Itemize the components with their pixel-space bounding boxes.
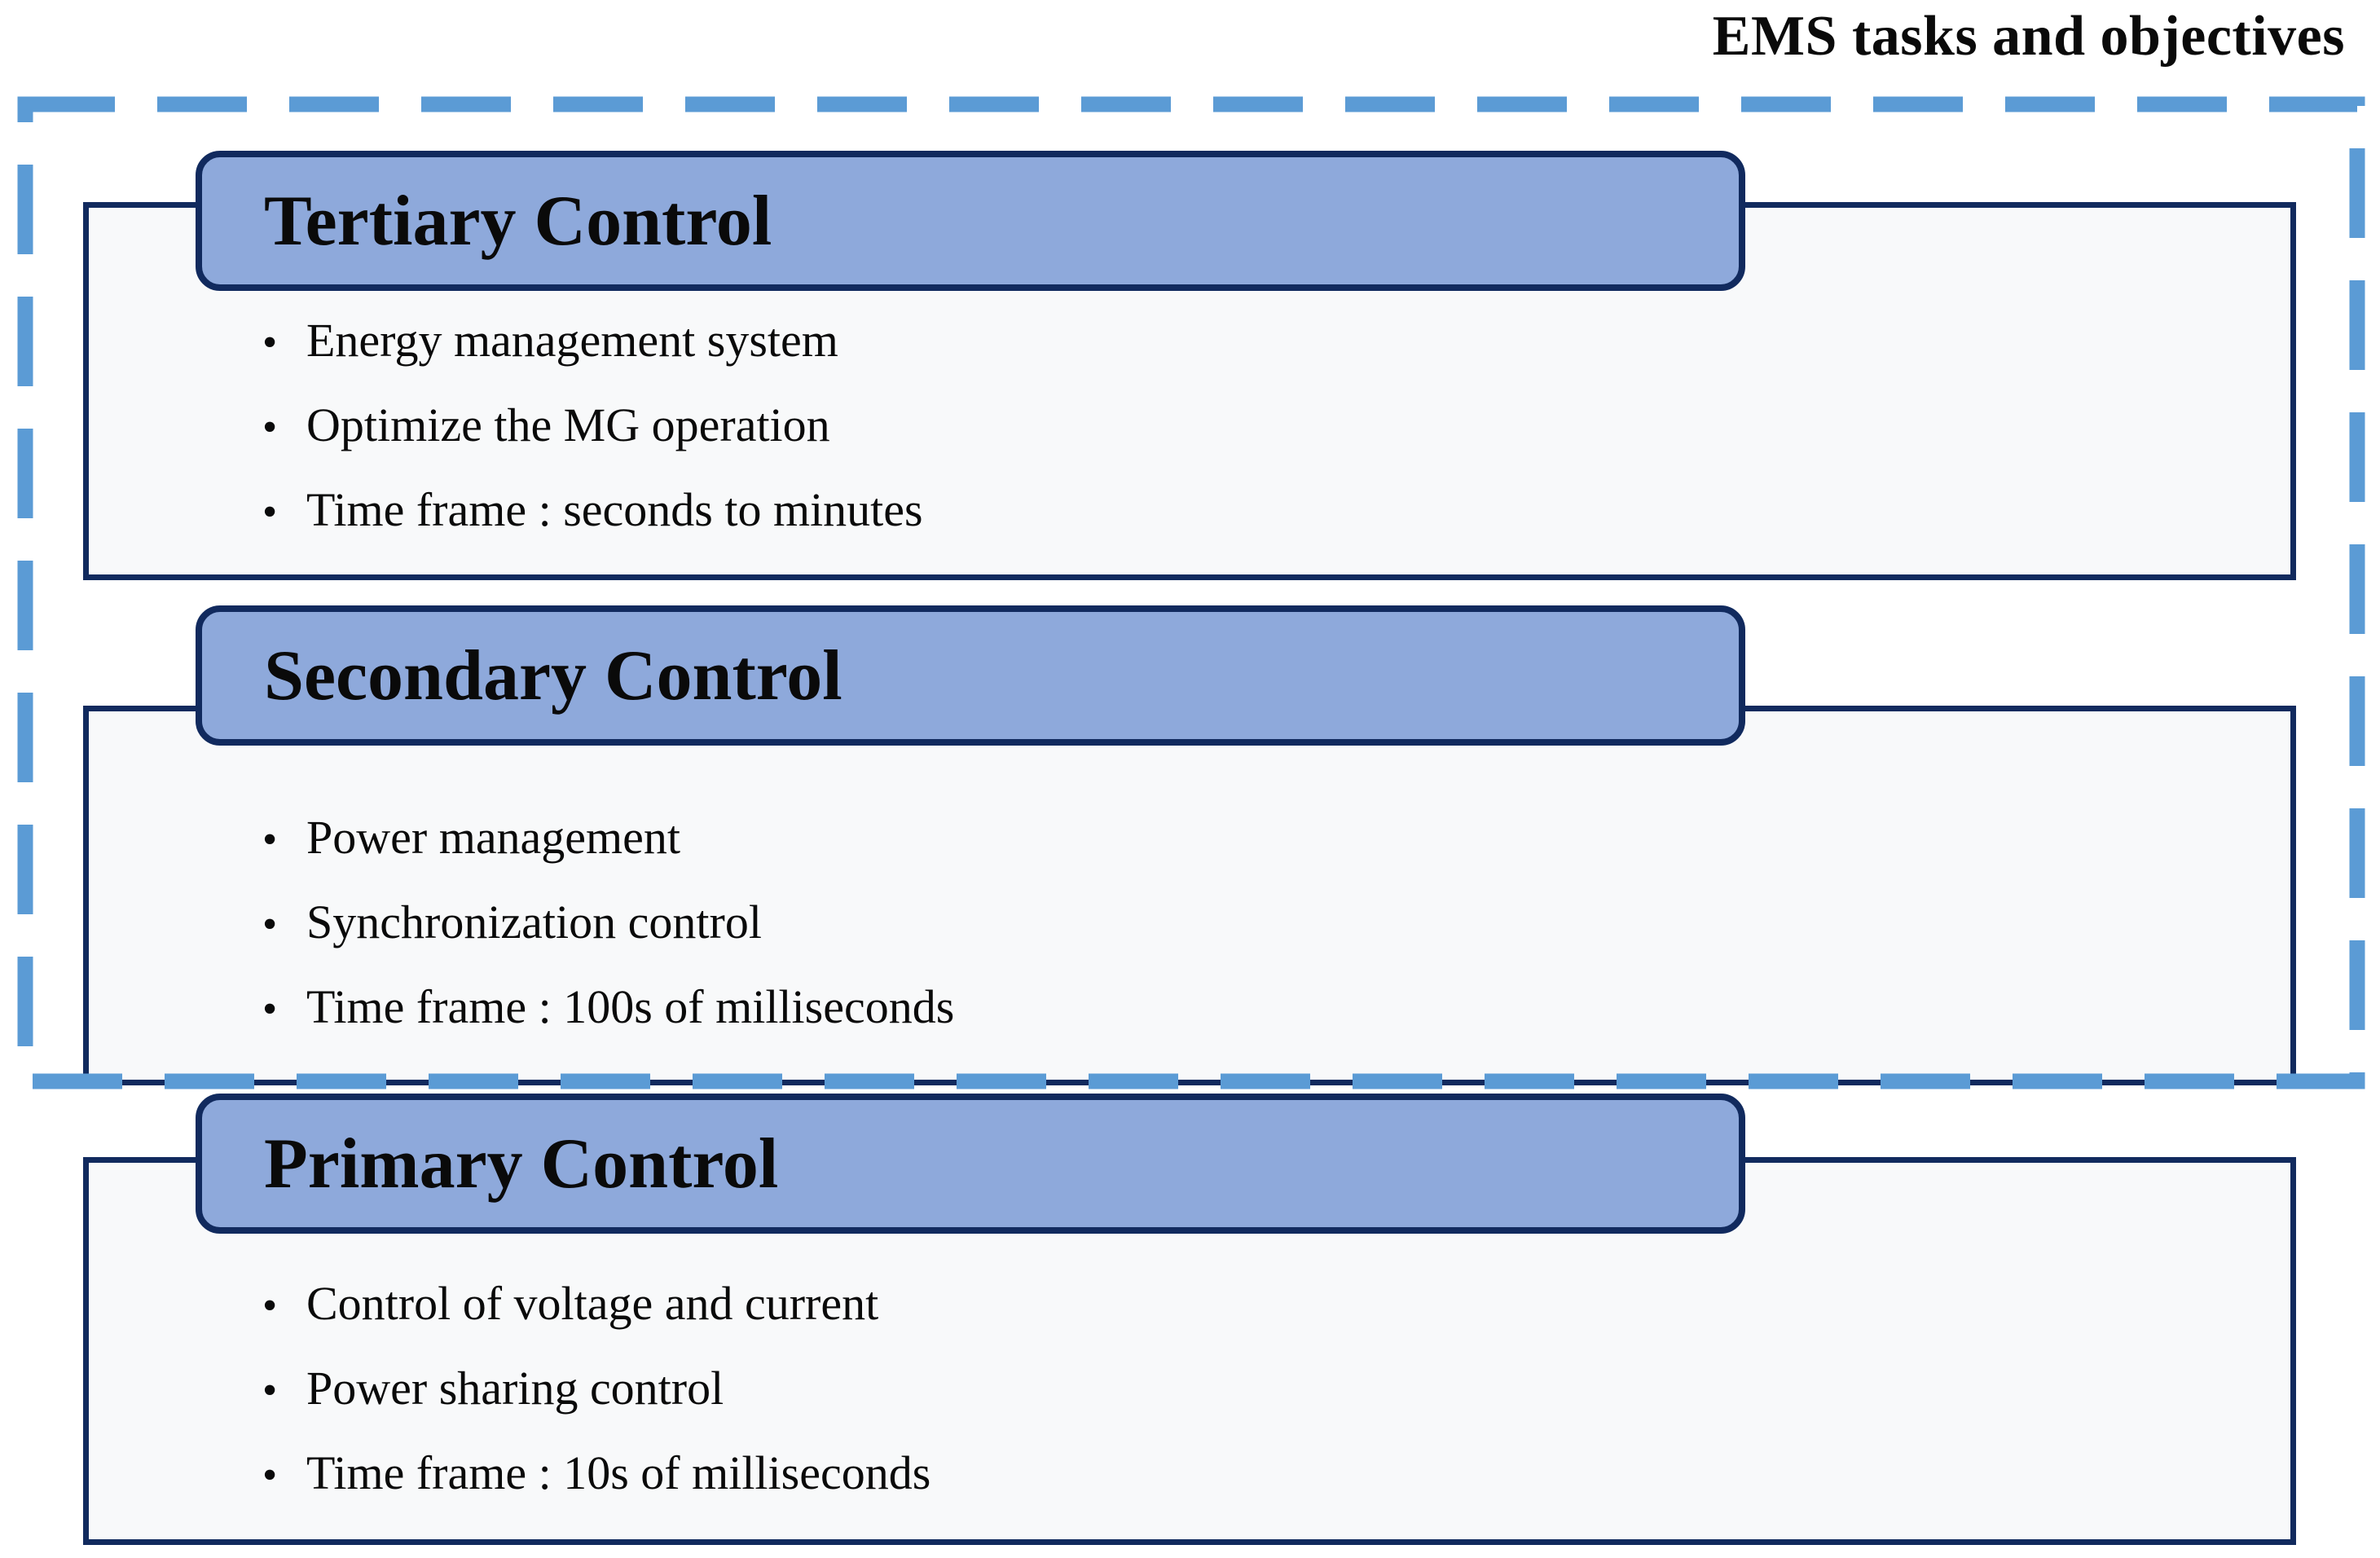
bullet-text: Synchronization control	[306, 896, 762, 948]
bullet-item: • Energy management system	[262, 298, 2055, 383]
secondary-control-bullets: • Power management • Synchronization contro…	[262, 795, 2055, 1050]
bullet-dot: •	[262, 404, 278, 451]
bullet-text: Energy management system	[306, 314, 838, 367]
tertiary-control-bullets: • Energy management system • Optimize the M…	[262, 298, 2055, 552]
secondary-control-header: Secondary Control	[196, 605, 1745, 746]
bullet-item: • Time frame : 10s of milliseconds	[262, 1431, 2055, 1516]
bullet-dot: •	[262, 1367, 278, 1414]
bullet-text: Time frame : 10s of milliseconds	[306, 1446, 931, 1499]
bullet-text: Time frame : 100s of milliseconds	[306, 980, 955, 1033]
bullet-text: Optimize the MG operation	[306, 398, 830, 451]
bullet-item: • Optimize the MG operation	[262, 383, 2055, 468]
bullet-item: • Time frame : 100s of milliseconds	[262, 965, 2055, 1050]
bullet-dot: •	[262, 901, 278, 948]
ems-group-title: EMS tasks and objectives	[1712, 5, 2345, 68]
bullet-item: • Power sharing control	[262, 1346, 2055, 1431]
bullet-item: • Power management	[262, 795, 2055, 880]
primary-control-header-label: Primary Control	[264, 1124, 779, 1204]
bullet-item: • Control of voltage and current	[262, 1261, 2055, 1346]
bullet-text: Time frame : seconds to minutes	[306, 483, 923, 536]
tertiary-control-header: Tertiary Control	[196, 151, 1745, 291]
bullet-dot: •	[262, 816, 278, 863]
bullet-item: • Synchronization control	[262, 880, 2055, 965]
secondary-control-header-label: Secondary Control	[264, 636, 842, 715]
bullet-dot: •	[262, 489, 278, 535]
bullet-dot: •	[262, 986, 278, 1032]
bullet-text: Power management	[306, 811, 681, 864]
bullet-text: Power sharing control	[306, 1362, 724, 1415]
tertiary-control-header-label: Tertiary Control	[264, 181, 772, 261]
bullet-dot: •	[262, 1283, 278, 1329]
primary-control-bullets: • Control of voltage and current • Power sh…	[262, 1261, 2055, 1516]
primary-control-header: Primary Control	[196, 1094, 1745, 1234]
bullet-item: • Time frame : seconds to minutes	[262, 468, 2055, 552]
bullet-dot: •	[262, 1452, 278, 1499]
bullet-text: Control of voltage and current	[306, 1277, 879, 1330]
bullet-dot: •	[262, 319, 278, 366]
